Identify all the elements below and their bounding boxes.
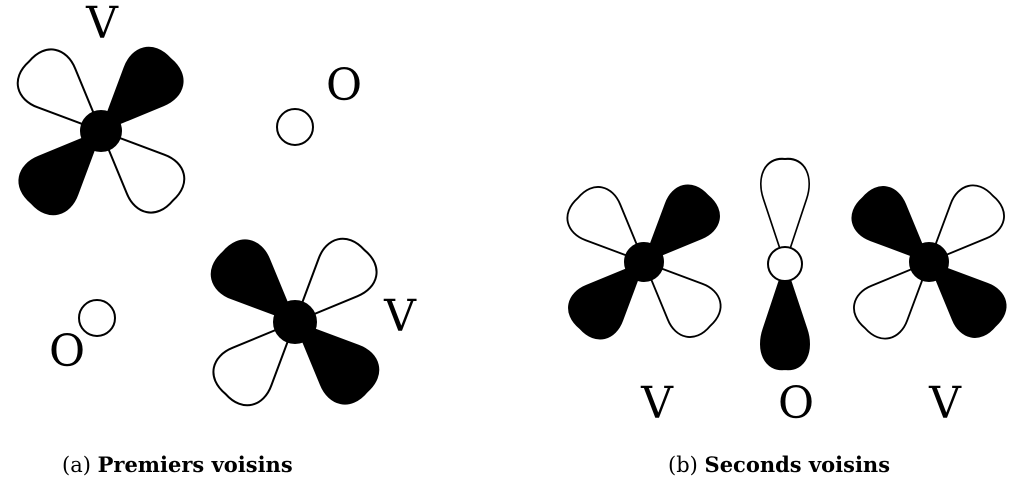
vanadium-atom	[274, 301, 316, 343]
caption-a-tag: (a)	[62, 453, 91, 477]
panel-a: V O V O	[8, 0, 417, 415]
label-o-middle: O	[778, 378, 814, 429]
label-v-bottom: V	[383, 291, 417, 342]
panel-b: V O V	[558, 159, 1010, 429]
p-orbital-o-middle	[761, 159, 809, 369]
label-v-right: V	[928, 378, 962, 429]
caption-b: (b) Seconds voisins	[668, 452, 890, 477]
vanadium-atom	[910, 243, 948, 281]
vanadium-atom	[81, 111, 121, 151]
vanadium-atom	[625, 243, 663, 281]
d-orbital-v-bottom	[202, 229, 388, 415]
caption-a-title: Premiers voisins	[98, 452, 293, 477]
label-v-left: V	[640, 378, 674, 429]
caption-a: (a) Premiers voisins	[62, 452, 293, 477]
oxygen-atom-top	[277, 109, 313, 145]
label-v-top: V	[85, 0, 119, 49]
label-o-bottom: O	[49, 326, 85, 377]
caption-b-tag: (b)	[668, 453, 698, 477]
oxygen-atom	[768, 247, 802, 281]
label-o-top: O	[326, 60, 362, 111]
d-orbital-v-left	[558, 176, 729, 347]
d-orbital-v-right	[843, 176, 1010, 347]
caption-b-title: Seconds voisins	[705, 452, 890, 477]
d-orbital-v-top	[8, 38, 194, 224]
